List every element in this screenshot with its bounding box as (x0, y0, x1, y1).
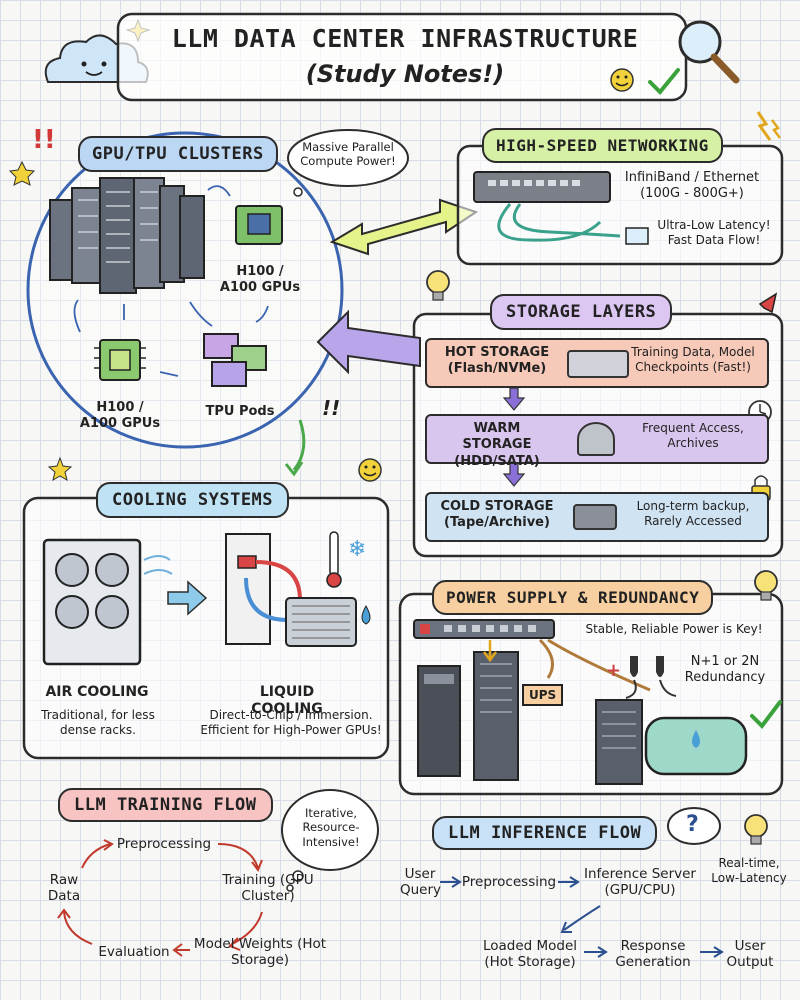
inference-section-title: LLM INFERENCE FLOW (432, 816, 658, 850)
lightning-icon (756, 111, 772, 141)
red-arrow-icon (758, 292, 778, 314)
tape-icon (573, 504, 617, 530)
page-title: LLM DATA CENTER INFRASTRUCTURE (171, 24, 639, 53)
question-mark: ? (686, 812, 699, 837)
storage-tier-warm: WARM STORAGE (HDD/SATA) Frequent Access,… (425, 414, 769, 469)
storage-tier-cold: COLD STORAGE (Tape/Archive) Long-term ba… (425, 492, 769, 542)
question-bubble (667, 807, 721, 845)
snowflake-icon: ❄ (348, 537, 366, 562)
tier-desc: Long-term backup, Rarely Accessed (636, 499, 750, 528)
star-icon-2 (47, 456, 73, 482)
flow-model-weights: Model Weights (Hot Storage) (193, 936, 327, 969)
network-link-arrow (329, 198, 479, 256)
thermometer-icon (326, 531, 342, 588)
network-note: Ultra-Low Latency! Fast Data Flow! (657, 218, 771, 247)
gpu-thought-bubble (287, 129, 409, 187)
gpu-label-1: H100 / A100 GPUs (219, 264, 301, 295)
page-subtitle: (Study Notes!) (305, 60, 505, 88)
server-tower-icon (417, 651, 643, 785)
flow-loaded-model: Loaded Model (Hot Storage) (482, 938, 578, 971)
cooling-section-title: COOLING SYSTEMS (96, 482, 290, 518)
exclamation-icon: !! (32, 125, 56, 155)
gpu-section-title: GPU/TPU CLUSTERS (78, 136, 278, 172)
hdd-icon (577, 422, 615, 456)
star-icon (8, 160, 36, 186)
ups-label: UPS (522, 684, 564, 706)
network-spec: InfiniBand / Ethernet (100G - 800G+) (624, 170, 760, 202)
water-drop-icon (361, 604, 371, 625)
flow-inference-server: Inference Server (GPU/CPU) (583, 866, 696, 899)
air-cooling-desc: Traditional, for less dense racks. (41, 708, 155, 737)
flow-evaluation: Evaluation (98, 944, 170, 960)
lightbulb-icon (426, 270, 450, 301)
tier-name: WARM STORAGE (HDD/SATA) (454, 421, 540, 469)
storage-section-title: STORAGE LAYERS (490, 294, 673, 330)
tier-desc: Frequent Access, Archives (642, 421, 744, 450)
plug-icon (625, 656, 677, 699)
cooling-arrow (167, 580, 208, 616)
flow-response-generation: Response Generation (615, 938, 691, 971)
storage-tier-hot: HOT STORAGE (Flash/NVMe) Training Data, … (425, 338, 769, 388)
tpu-label: TPU Pods (205, 404, 275, 419)
flow-inference-preprocessing: Preprocessing (461, 874, 557, 890)
air-cooling-title: AIR COOLING (45, 684, 149, 700)
liquid-cooling-desc: Direct-to-Chip / Immersion. Efficient fo… (200, 708, 382, 737)
training-bubble-text: Iterative, Resource-Intensive! (302, 806, 360, 849)
liquid-cooling-title: LIQUID COOLING (251, 684, 323, 717)
inference-note: Real-time, Low-Latency (711, 856, 787, 885)
network-section-title: HIGH-SPEED NETWORKING (482, 128, 723, 163)
ssd-icon (567, 350, 629, 378)
tier-name: HOT STORAGE (Flash/NVMe) (444, 345, 550, 377)
magnifier-icon (678, 20, 740, 84)
flow-user-output: User Output (726, 938, 774, 971)
gpu-bubble-text: Massive Parallel Compute Power! (300, 140, 396, 169)
lightbulb-icon-2 (754, 570, 778, 601)
exclamation-text: !! (322, 396, 341, 420)
power-strip-icon (413, 619, 555, 639)
flow-preprocessing: Preprocessing (116, 836, 212, 852)
training-section-title: LLM TRAINING FLOW (58, 788, 273, 822)
storage-arrow (316, 309, 421, 375)
generator-tank-icon (644, 716, 748, 776)
smiley-icon (610, 68, 634, 92)
network-switch-icon (473, 171, 621, 242)
tpu-pods-icon (203, 333, 267, 387)
server-racks-icon (49, 177, 205, 294)
flow-raw-data: Raw Data (47, 872, 81, 905)
checkmark-icon-2 (750, 700, 782, 730)
smiley-icon-2 (358, 458, 382, 482)
svg-text:+: + (606, 660, 621, 681)
liquid-cooling-icon (225, 533, 357, 647)
lightbulb-icon-3 (744, 814, 768, 845)
gpu-chip-icon-2 (94, 339, 146, 381)
redundancy-note: N+1 or 2N Redundancy (684, 654, 766, 686)
training-thought-bubble (281, 789, 379, 871)
tier-desc: Training Data, Model Checkpoints (Fast!) (631, 345, 755, 374)
data-packet-icon (625, 227, 649, 245)
air-cooling-unit-icon (42, 538, 173, 666)
flow-training: Training (GPU Cluster) (222, 872, 314, 905)
checkmark-icon (648, 68, 680, 95)
gpu-label-2: H100 / A100 GPUs (79, 400, 161, 431)
power-section-title: POWER SUPPLY & REDUNDANCY (432, 580, 714, 615)
gpu-chip-icon (235, 205, 283, 245)
tier-name: COLD STORAGE (Tape/Archive) (440, 499, 554, 531)
flow-user-query: User Query (400, 866, 442, 899)
power-note: Stable, Reliable Power is Key! (585, 622, 763, 636)
